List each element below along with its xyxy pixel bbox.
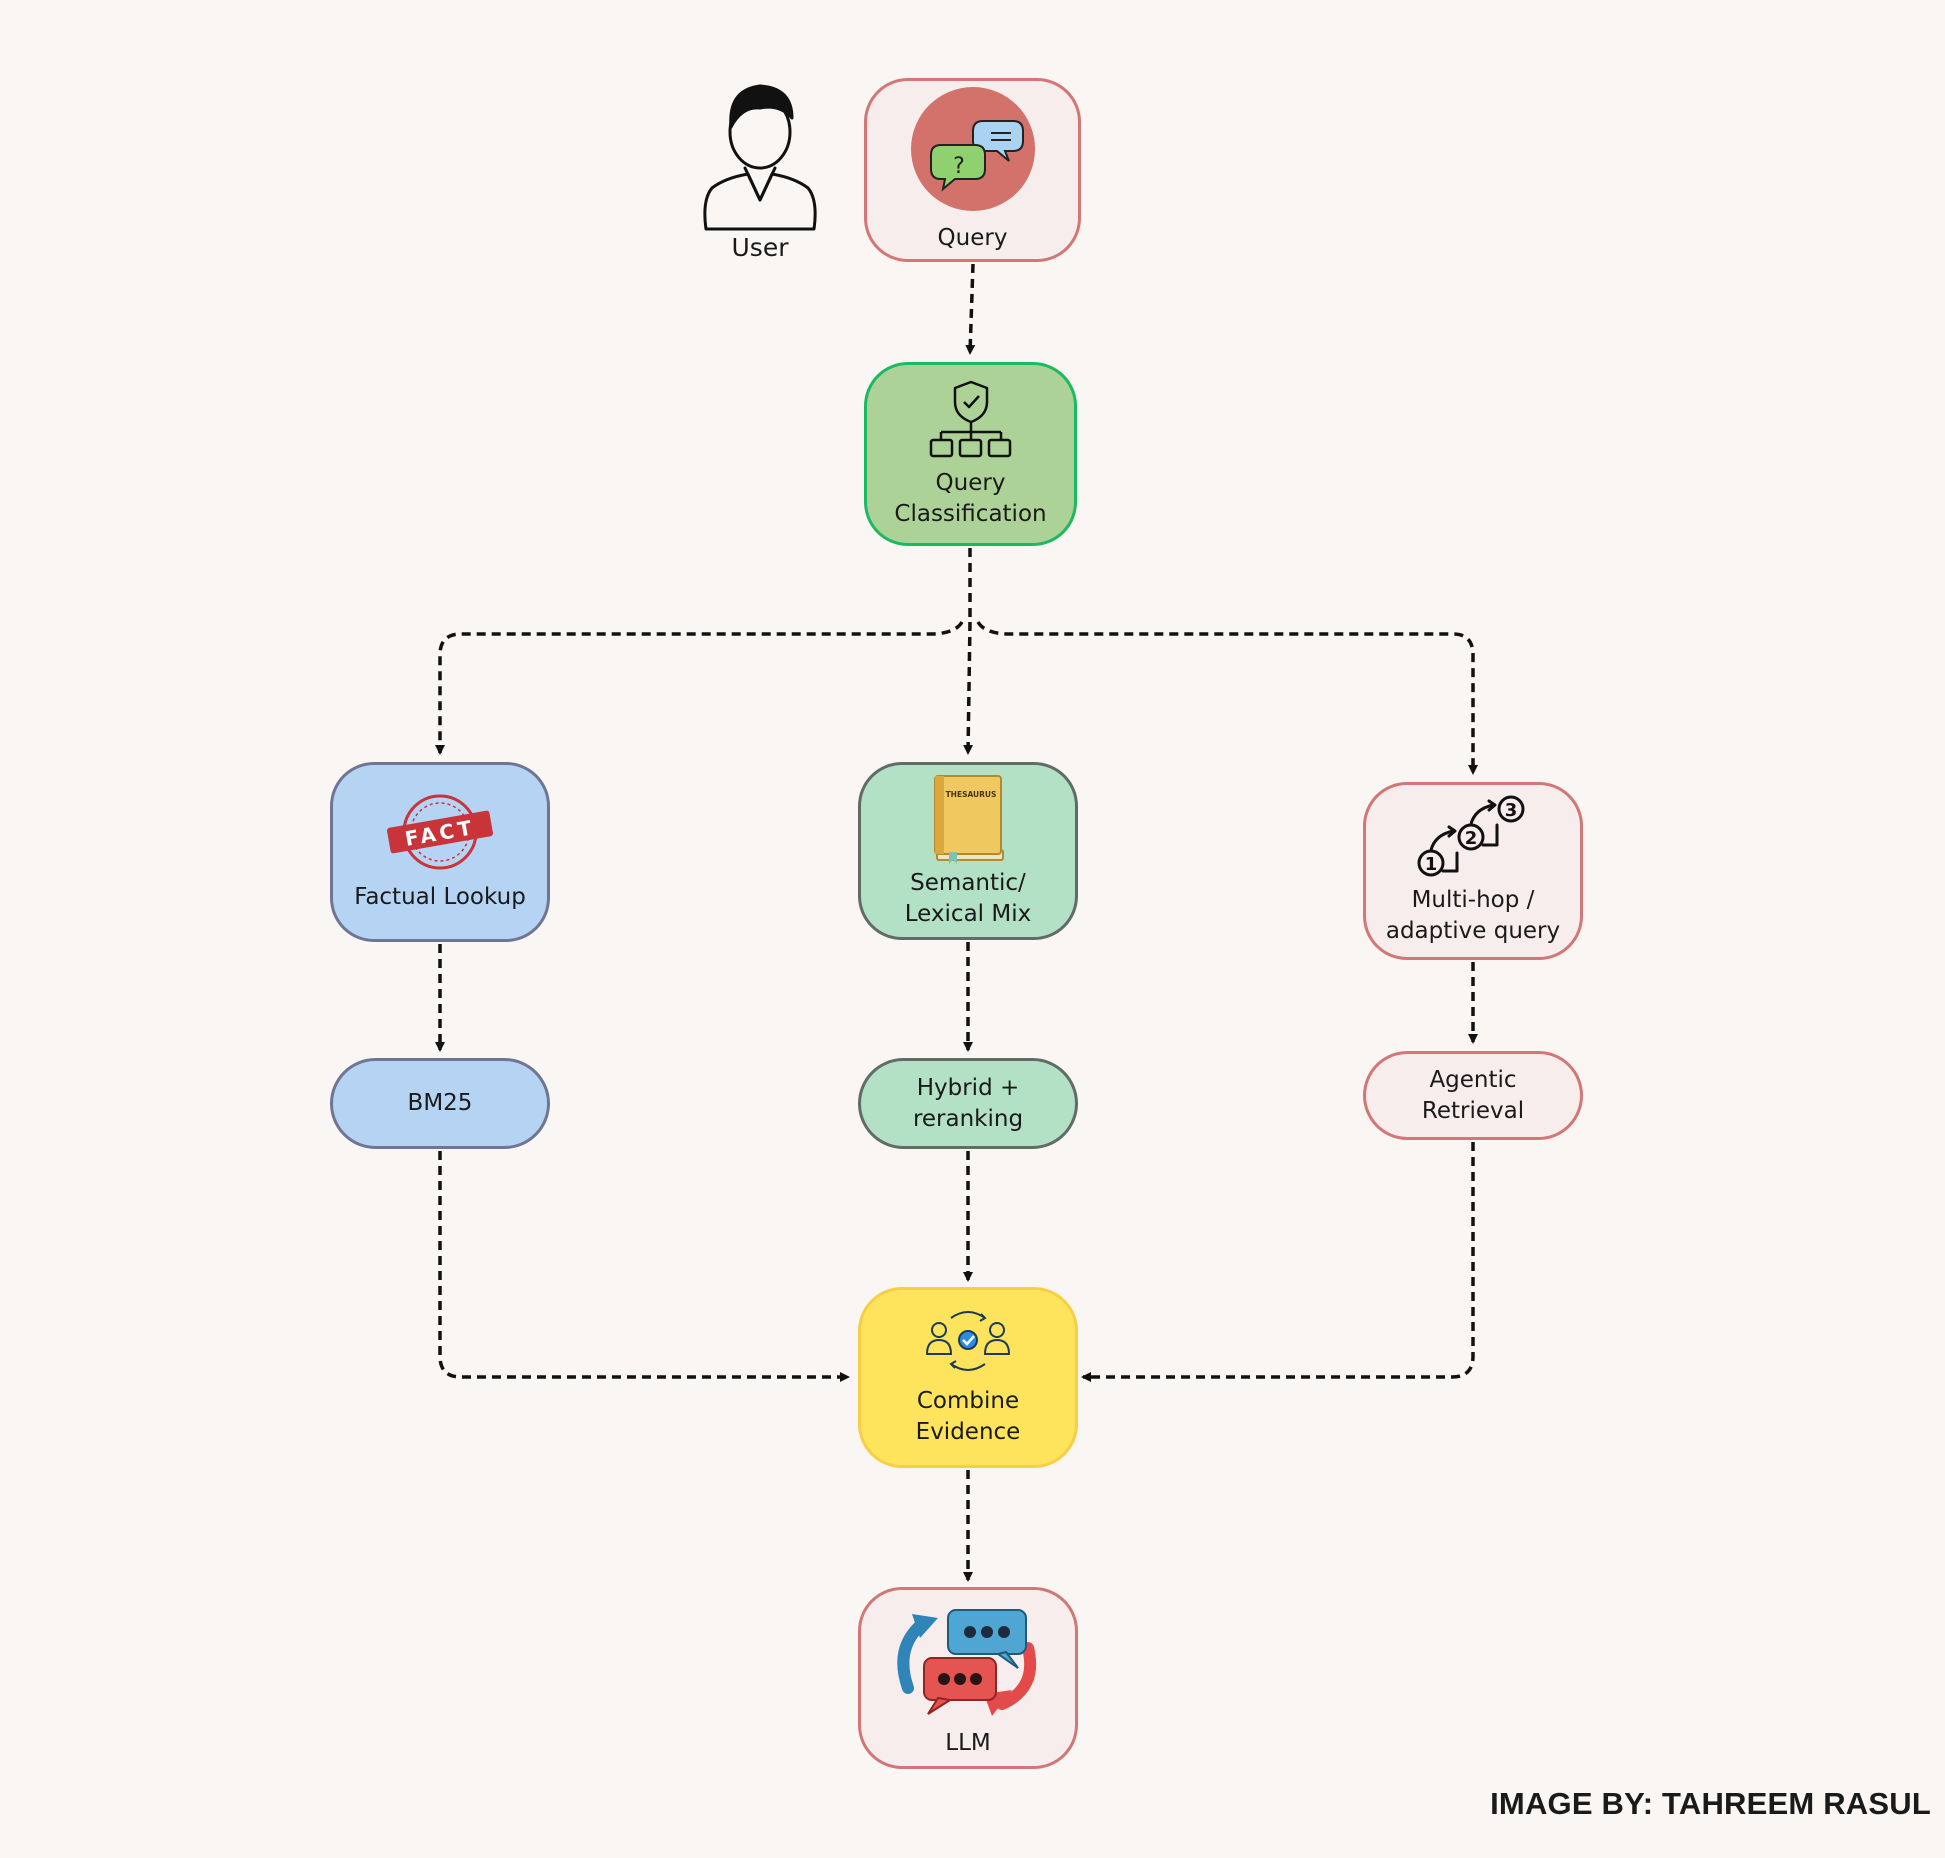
hybrid-reranking-label: Hybrid + reranking [912,1074,1024,1132]
combine-evidence-label: Combine Evidence [915,1387,1021,1445]
arrow-branch-to-multihop [976,620,1478,775]
shield-hierarchy-icon [929,380,1011,458]
factual-lookup-node[interactable]: FACT Factual Lookup [330,762,550,942]
classification-label: Query Classification [894,470,1047,527]
image-credit: IMAGE BY: TAHREEM RASUL [1490,1786,1931,1821]
hybrid-reranking-node[interactable]: Hybrid + reranking [858,1058,1078,1149]
factual-lookup-label: Factual Lookup [354,883,526,910]
step-2-text: 2 [1465,828,1478,849]
thesaurus-book-icon: THESAURUS [934,775,1004,864]
arrow-query-to-classification [965,263,976,355]
chat-bubbles-exchange-icon [897,1608,1037,1716]
multihop-node[interactable]: 1 2 3 Multi-hop / adaptive query [1363,782,1583,960]
user-icon [703,84,817,231]
people-exchange-icon [925,1310,1011,1371]
question-chat-icon: ? [910,86,1035,211]
agentic-retrieval-label: Agentic Retrieval [1421,1066,1525,1124]
llm-node[interactable]: LLM [858,1587,1078,1769]
multihop-label: Multi-hop / adaptive query [1385,887,1561,944]
bm25-label: BM25 [407,1090,473,1116]
svg-text:?: ? [953,154,965,179]
arrow-agentic-to-combine [1081,1142,1475,1382]
arrow-branch-to-factual [435,620,964,755]
arrow-bm25-to-combine [438,1151,850,1382]
semantic-lexical-node[interactable]: THESAURUS Semantic/ Lexical Mix [858,762,1078,940]
combine-evidence-node[interactable]: Combine Evidence [858,1287,1078,1468]
fact-stamp-icon: FACT [387,794,493,869]
step-3-text: 3 [1505,800,1518,821]
classification-node[interactable]: Query Classification [864,362,1077,546]
numbered-steps-icon: 1 2 3 [1417,795,1525,877]
semantic-lexical-label: Semantic/ Lexical Mix [904,870,1032,927]
query-label: Query [937,224,1008,251]
llm-label: LLM [945,1729,991,1756]
book-text: THESAURUS [946,790,997,799]
query-node[interactable]: ? Query [864,78,1081,262]
arrow-branch-to-semantic [963,621,974,755]
user-label: User [731,233,789,262]
bm25-node[interactable]: BM25 [330,1058,550,1149]
step-1-text: 1 [1425,854,1438,875]
agentic-retrieval-node[interactable]: Agentic Retrieval [1363,1051,1583,1140]
